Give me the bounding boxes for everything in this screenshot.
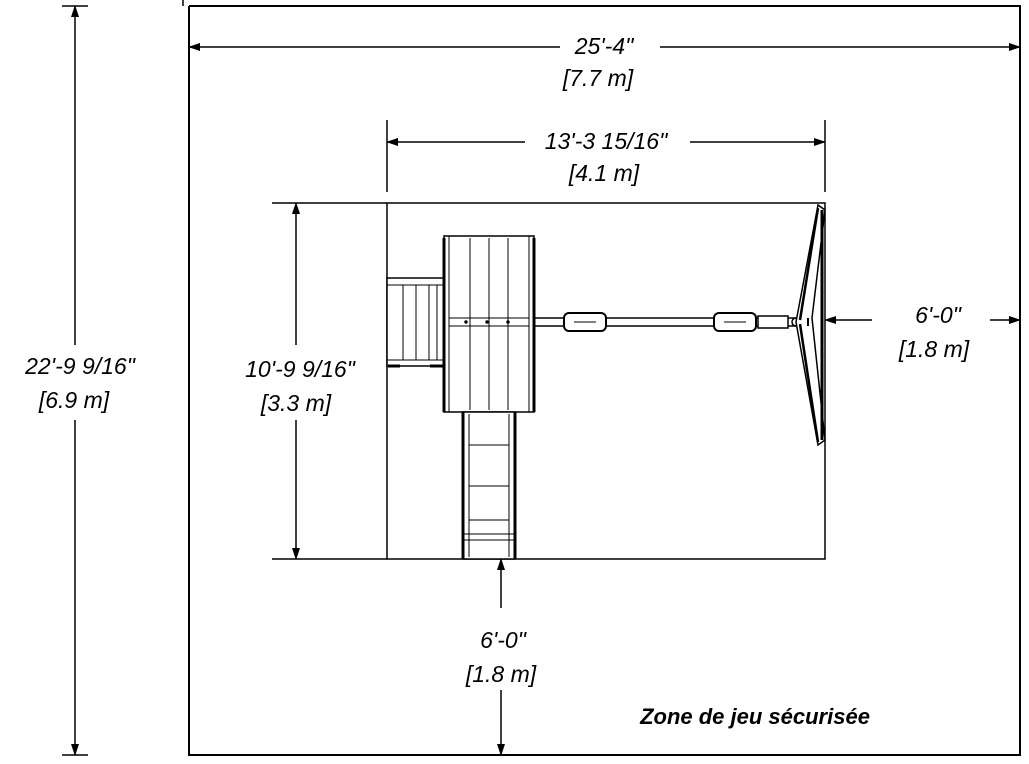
- overall-depth-imperial: 22'-9 9/16": [24, 353, 137, 379]
- bottom-clearance-dimension: 6'-0" [1.8 m]: [465, 558, 537, 756]
- set-width-dimension: 13'-3 15/16" [4.1 m]: [386, 120, 826, 192]
- set-width-metric: [4.1 m]: [568, 160, 640, 186]
- set-depth-metric: [3.3 m]: [260, 390, 332, 416]
- bottom-clearance-imperial: 6'-0": [480, 627, 528, 653]
- safety-zone-outline: [188, 5, 1021, 756]
- bottom-clearance-metric: [1.8 m]: [465, 661, 537, 687]
- side-clearance-metric: [1.8 m]: [898, 336, 970, 362]
- playset-drawing: [386, 203, 826, 560]
- overall-width-metric: [7.7 m]: [562, 65, 634, 91]
- overall-depth-dimension: 22'-9 9/16" [6.9 m]: [24, 4, 137, 756]
- swing-set-footprint: [386, 202, 826, 560]
- set-width-imperial: 13'-3 15/16": [545, 128, 669, 154]
- side-clearance-imperial: 6'-0": [915, 302, 963, 328]
- swing-beam: [534, 312, 808, 332]
- slide: [461, 411, 517, 560]
- side-clearance-dimension: 6'-0" [1.8 m]: [824, 302, 1021, 362]
- set-depth-imperial: 10'-9 9/16": [245, 356, 357, 382]
- overall-width-imperial: 25'-4": [574, 33, 635, 59]
- overall-depth-metric: [6.9 m]: [38, 387, 110, 413]
- safety-zone-label: Zone de jeu sécurisée: [639, 704, 870, 729]
- side-steps: [386, 277, 446, 368]
- a-frame: [795, 203, 826, 447]
- overall-width-dimension: 25'-4" [7.7 m]: [188, 33, 1021, 91]
- tower-deck: [442, 235, 536, 413]
- set-depth-dimension: 10'-9 9/16" [3.3 m]: [245, 202, 387, 560]
